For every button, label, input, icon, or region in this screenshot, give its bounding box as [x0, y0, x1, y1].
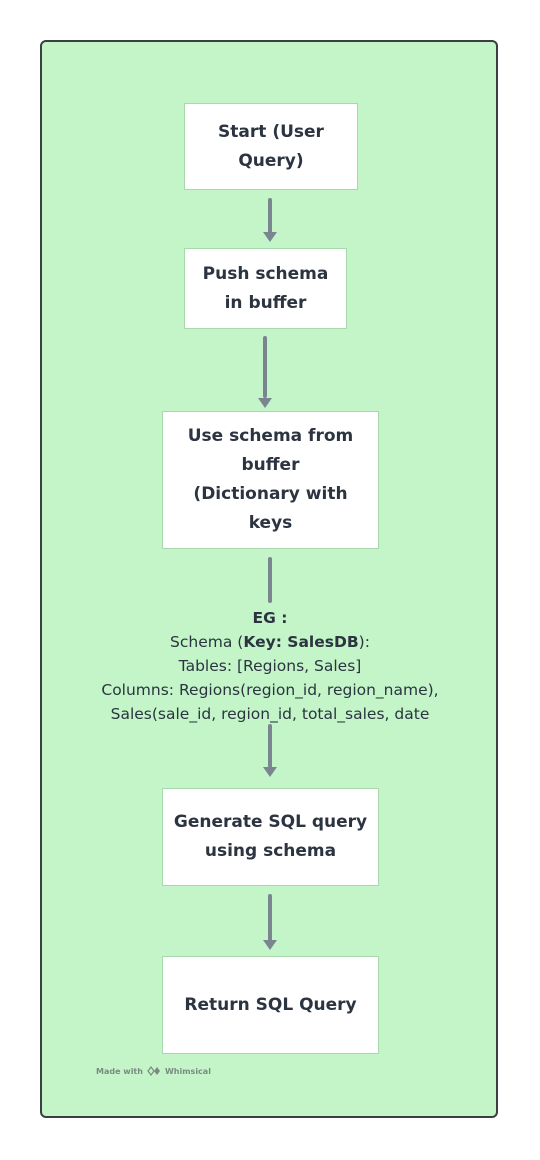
- node-start-user-query[interactable]: Start (User Query): [184, 103, 358, 190]
- example-schema-prefix: Schema (: [170, 633, 244, 651]
- arrowhead-example-to-generate: [263, 767, 277, 777]
- node-push-schema[interactable]: Push schema in buffer: [184, 248, 347, 329]
- connector-example-to-generate: [268, 724, 272, 768]
- node-return-sql-query[interactable]: Return SQL Query: [162, 956, 379, 1054]
- example-columns-line-1: Columns: Regions(region_id, region_name)…: [101, 681, 439, 699]
- watermark-brand: Whimsical: [164, 1066, 211, 1076]
- connector-push-to-use: [263, 336, 267, 398]
- connector-generate-to-return: [268, 894, 272, 942]
- whimsical-watermark[interactable]: Made with Whimsical: [96, 1066, 211, 1076]
- example-heading: EG :: [252, 609, 288, 627]
- connector-start-to-push: [268, 198, 272, 234]
- example-columns-line-2: Sales(sale_id, region_id, total_sales, d…: [110, 705, 430, 723]
- watermark-made-with: Made with: [96, 1066, 143, 1076]
- example-schema-line: Schema (Key: SalesDB):: [60, 630, 480, 654]
- example-schema-key: Key: SalesDB: [243, 633, 359, 651]
- arrowhead-generate-to-return: [263, 940, 277, 950]
- example-schema-suffix: ):: [358, 633, 370, 651]
- whimsical-logo-icon: [147, 1066, 161, 1076]
- arrowhead-push-to-use: [258, 398, 272, 408]
- schema-example-note: EG : Schema (Key: SalesDB): Tables: [Reg…: [60, 606, 480, 726]
- example-tables-line: Tables: [Regions, Sales]: [178, 657, 362, 675]
- node-generate-sql-query[interactable]: Generate SQL query using schema: [162, 788, 379, 886]
- arrowhead-start-to-push: [263, 232, 277, 242]
- node-use-schema-from-buffer[interactable]: Use schema from buffer (Dictionary with …: [162, 411, 379, 549]
- connector-use-to-example: [268, 557, 272, 603]
